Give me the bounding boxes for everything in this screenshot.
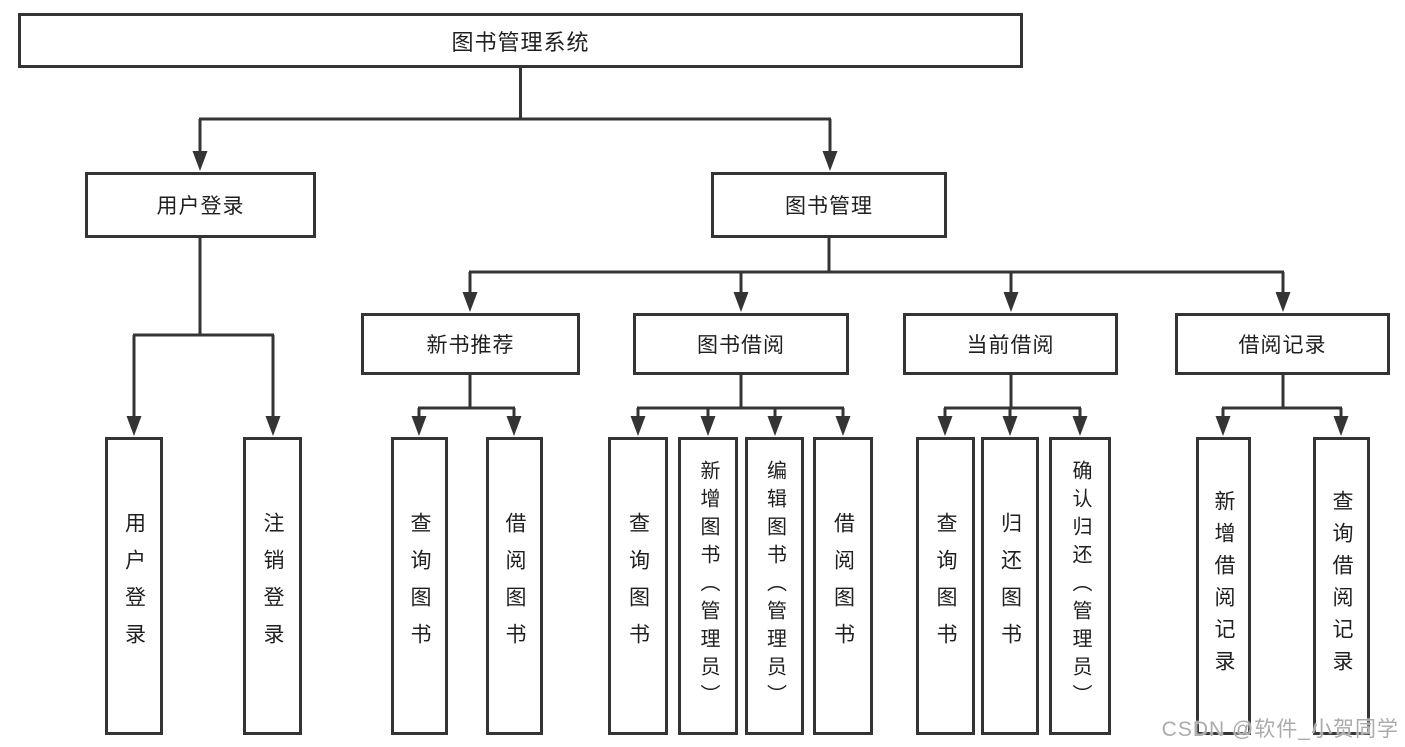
node-user-login-group-label: 用户登录 (156, 195, 245, 218)
node-current-borrowing-label: 当前借阅 (966, 334, 1055, 357)
connector-lines (132, 68, 1343, 418)
node-system-root-label: 图书管理系统 (451, 29, 590, 55)
node-leaf-nbr-borrow-books: 借阅图书 (486, 437, 543, 735)
arrowheads (126, 151, 1349, 436)
node-leaf-cb-return-books: 归还图书 (981, 437, 1039, 735)
node-leaf-cb-confirm-return-admin-label: 确认归还（管理员） (1069, 460, 1091, 712)
node-leaf-bb-edit-books-admin-label: 编辑图书（管理员） (763, 460, 786, 712)
node-leaf-nbr-query-books: 查询图书 (391, 437, 448, 735)
node-user-login-group: 用户登录 (85, 172, 316, 238)
node-leaf-br-add-record-label: 新增借阅记录 (1212, 490, 1235, 682)
node-book-management: 图书管理 (711, 172, 947, 238)
node-leaf-bb-add-books-admin-label: 新增图书（管理员） (697, 460, 719, 712)
node-leaf-user-login-label: 用户登录 (122, 512, 146, 660)
node-leaf-bb-query-books-label: 查询图书 (626, 512, 650, 660)
watermark: CSDN @软件_小贺同学 (1161, 718, 1399, 741)
node-leaf-bb-edit-books-admin: 编辑图书（管理员） (745, 437, 804, 735)
node-leaf-bb-borrow-books: 借阅图书 (813, 437, 873, 735)
node-leaf-cb-confirm-return-admin: 确认归还（管理员） (1049, 437, 1111, 735)
node-leaf-bb-add-books-admin: 新增图书（管理员） (678, 437, 738, 735)
node-leaf-user-login: 用户登录 (105, 437, 163, 735)
node-leaf-cb-query-books: 查询图书 (916, 437, 975, 735)
node-leaf-bb-borrow-books-label: 借阅图书 (831, 512, 855, 660)
node-leaf-br-add-record: 新增借阅记录 (1196, 437, 1251, 735)
node-leaf-nbr-borrow-books-label: 借阅图书 (503, 512, 526, 660)
node-leaf-br-query-record: 查询借阅记录 (1313, 437, 1370, 735)
node-book-management-label: 图书管理 (785, 195, 873, 218)
node-new-book-recommend: 新书推荐 (361, 313, 580, 375)
node-leaf-logout-label: 注销登录 (261, 512, 284, 660)
node-leaf-cb-query-books-label: 查询图书 (934, 512, 957, 660)
node-book-borrowing: 图书借阅 (633, 313, 849, 375)
node-current-borrowing: 当前借阅 (903, 313, 1118, 375)
node-leaf-bb-query-books: 查询图书 (608, 437, 668, 735)
node-leaf-logout: 注销登录 (243, 437, 302, 735)
node-borrowing-records: 借阅记录 (1175, 313, 1390, 375)
node-system-root: 图书管理系统 (18, 13, 1023, 68)
node-new-book-recommend-label: 新书推荐 (426, 334, 515, 357)
node-leaf-nbr-query-books-label: 查询图书 (408, 512, 431, 660)
node-leaf-cb-return-books-label: 归还图书 (998, 512, 1022, 660)
node-book-borrowing-label: 图书借阅 (697, 334, 785, 357)
node-leaf-br-query-record-label: 查询借阅记录 (1330, 490, 1353, 682)
node-borrowing-records-label: 借阅记录 (1238, 334, 1327, 357)
